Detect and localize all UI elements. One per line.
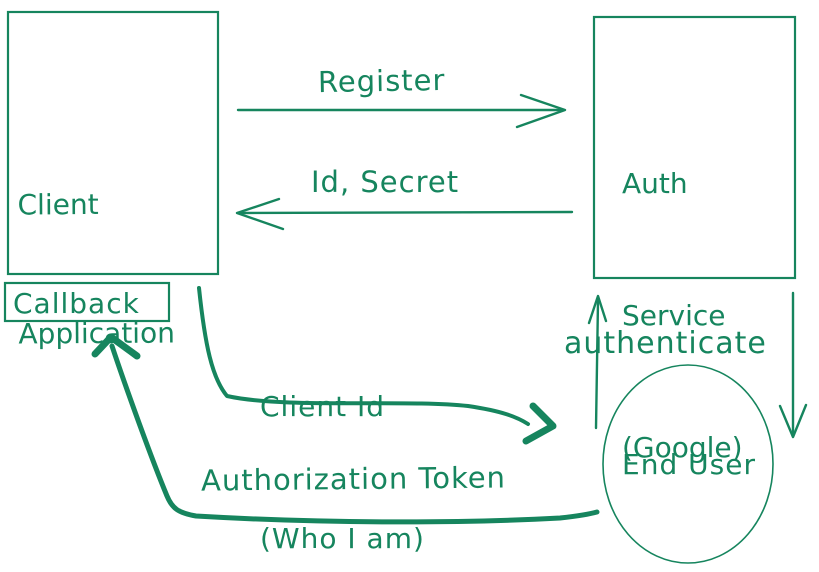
client-application-box: [6, 10, 220, 276]
client-id-arrow-head: [522, 402, 557, 445]
auth-service-box: [592, 15, 797, 280]
register-arrow-head: [515, 93, 567, 129]
authorization-token-arrow-head: [91, 333, 141, 360]
authorization-token-curve: [109, 343, 600, 525]
client-id-edge-label-line2: (Who I am): [260, 522, 425, 555]
register-edge-label: Register: [317, 62, 446, 100]
end-user-label: End User: [622, 448, 756, 481]
client-application-label: Client Application: [17, 96, 176, 441]
callback-box: [3, 281, 171, 323]
auth-service-label-line1: Auth: [622, 167, 688, 200]
id-secret-arrow-head: [235, 197, 285, 231]
authenticate-up-arrow-line: [594, 299, 600, 430]
client-id-curve: [197, 286, 530, 426]
auth-service-label-line3: (Google): [622, 431, 743, 464]
id-secret-arrow-line: [238, 210, 574, 215]
client-id-edge-label-line1: Client Id: [260, 390, 385, 423]
auth-service-label-line2: Service: [622, 299, 726, 332]
auth-service-label: Auth Service (Google): [622, 74, 743, 558]
callback-label: Callback: [13, 287, 140, 320]
authenticate-edge-label: authenticate: [564, 326, 767, 361]
client-id-edge-label: Client Id (Who I am): [260, 297, 425, 572]
authenticate-down-arrow-head: [778, 403, 808, 439]
authenticate-up-arrow-head: [587, 294, 608, 325]
id-secret-edge-label: Id, Secret: [311, 165, 460, 199]
end-user-ellipse: [602, 364, 774, 564]
authorization-token-edge-label: Authorization Token: [200, 460, 507, 498]
client-application-label-line1: Client: [17, 187, 99, 222]
